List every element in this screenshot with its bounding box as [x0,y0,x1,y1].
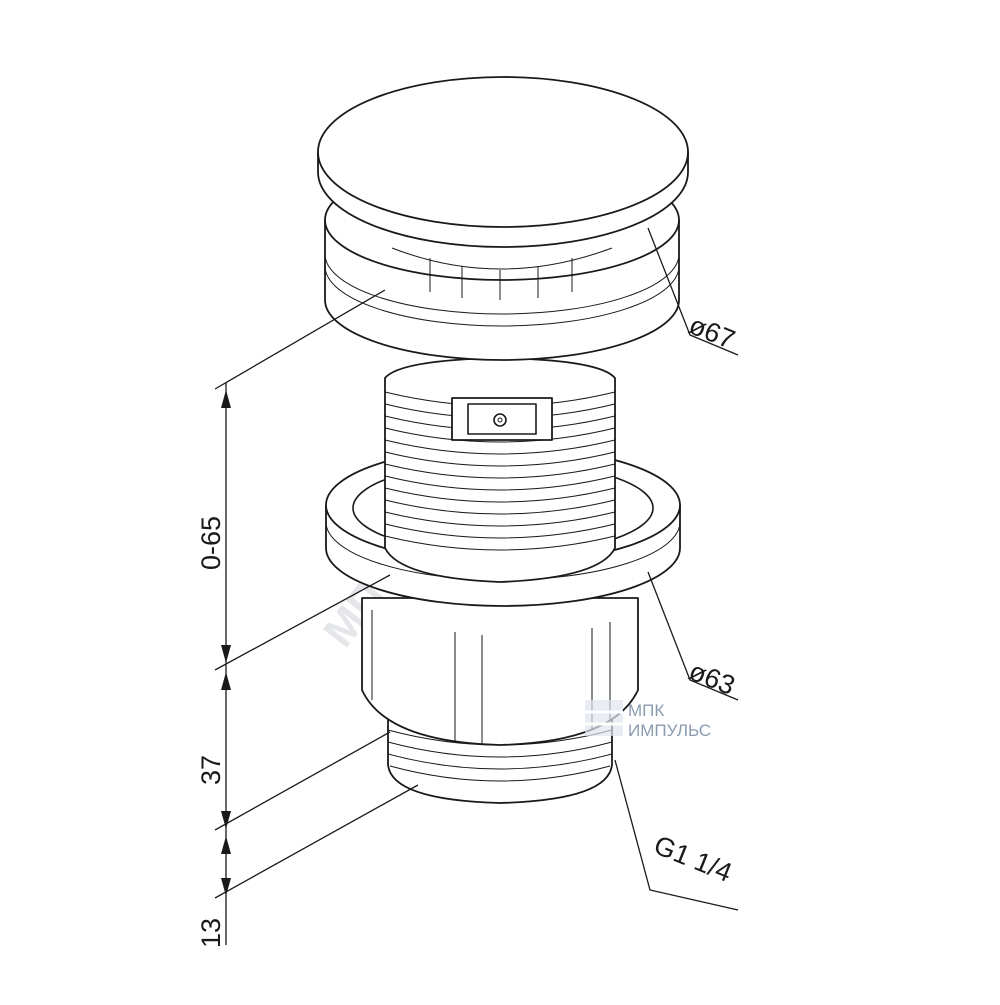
logo-line1: МПК [628,701,664,720]
company-logo: МПК ИМПУЛЬС [585,700,711,740]
cap-diameter-label: ø67 [685,310,739,355]
thread-label: G1 1/4 [650,830,736,888]
logo-line2: ИМПУЛЬС [628,721,711,740]
logo-mark-icon [585,700,623,736]
body-height-label: 37 [196,755,226,785]
lower-body [361,597,639,746]
adjust-range-label: 0-65 [196,516,226,570]
cap [317,76,689,248]
dimension-lines [214,227,739,945]
flange-diameter-label: ø63 [685,656,739,701]
threaded-body [384,357,616,583]
thread-height-label: 13 [196,918,226,948]
